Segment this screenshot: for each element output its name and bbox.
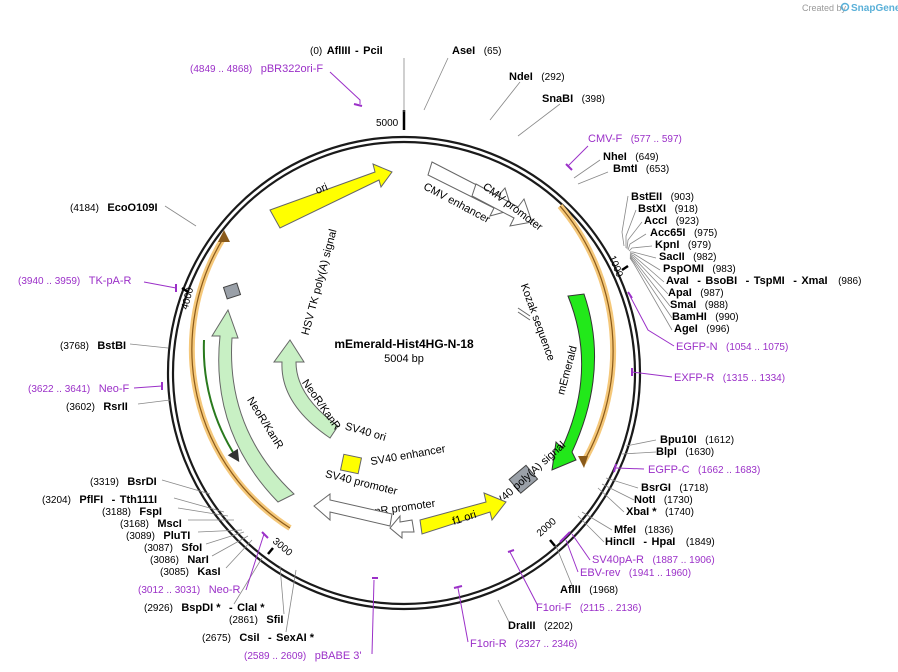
- plasmid-size: 5004 bp: [384, 353, 424, 365]
- svg-text:(3087) SfoI: (3087) SfoI: [144, 538, 202, 555]
- svg-text:CMV-F (577 .. 597): CMV-F (577 .. 597): [588, 129, 682, 146]
- snapgene-logo-icon: [840, 2, 850, 12]
- feature-sv40-promoter[interactable]: [313, 493, 393, 527]
- svg-text:BlpI (1630): BlpI (1630): [656, 442, 714, 459]
- svg-text:(3622 .. 3641) Neo-F: (3622 .. 3641) Neo-F: [28, 379, 130, 396]
- svg-text:SnaBI (398): SnaBI (398): [542, 89, 605, 106]
- site-labels: (0) AflIII - PciI AseI (65) NdeI (292) S…: [42, 41, 861, 645]
- svg-text:HincII - HpaI (1849): HincII - HpaI (1849): [605, 532, 715, 549]
- plasmid-name: mEmerald-Hist4HG-N-18: [334, 337, 474, 351]
- feature-neor-outer[interactable]: [211, 308, 295, 503]
- svg-text:(2675) CsiI - SexAI *: (2675) CsiI - SexAI *: [202, 628, 315, 645]
- svg-text:BstXI (918): BstXI (918): [638, 199, 698, 216]
- orf-arc-neor-inner: [202, 339, 240, 463]
- site-leader-lines: [129, 57, 673, 633]
- svg-text:NdeI (292): NdeI (292): [509, 67, 565, 84]
- feature-neor-inner[interactable]: [273, 339, 339, 439]
- svg-text:(3168) MscI: (3168) MscI: [120, 514, 182, 531]
- created-by-label: Created by: [802, 3, 847, 13]
- svg-text:(3012 .. 3031) Neo-R: (3012 .. 3031) Neo-R: [138, 580, 241, 597]
- svg-text:EGFP-C (1662 .. 1683): EGFP-C (1662 .. 1683): [648, 460, 760, 477]
- feature-sv40-ori-label: SV40 ori: [344, 421, 388, 444]
- svg-text:(0) AflIII - PciI: (0) AflIII - PciI: [310, 41, 383, 58]
- svg-text:(3204) PflFI - Tth111I: (3204) PflFI - Tth111I: [42, 490, 157, 507]
- feature-hsv-tk-polya-label: HSV TK poly(A) signal: [300, 228, 340, 337]
- svg-text:F1ori-R (2327 .. 2346): F1ori-R (2327 .. 2346): [470, 634, 577, 651]
- svg-text:ApaI (987): ApaI (987): [668, 283, 724, 300]
- feature-kozak-mark[interactable]: [517, 307, 531, 317]
- svg-text:NotI (1730): NotI (1730): [634, 490, 693, 507]
- tick-2000: 2000: [535, 516, 559, 539]
- feature-cmv-promoter[interactable]: [471, 183, 533, 227]
- svg-text:(2861) SfiI: (2861) SfiI: [229, 610, 283, 627]
- feature-kozak-label: Kozak sequence: [518, 282, 557, 363]
- svg-text:(3602) RsrII: (3602) RsrII: [66, 397, 128, 414]
- svg-text:PspOMI (983): PspOMI (983): [663, 259, 736, 276]
- primer-marks: [161, 103, 633, 589]
- svg-text:(3768) BstBI: (3768) BstBI: [60, 336, 126, 353]
- svg-text:(3319) BsrDI: (3319) BsrDI: [90, 472, 157, 489]
- svg-text:F1ori-F (2115 .. 2136): F1ori-F (2115 .. 2136): [536, 598, 641, 615]
- svg-text:(3089) PluTI: (3089) PluTI: [126, 526, 190, 543]
- feature-f1-ori[interactable]: [419, 492, 507, 535]
- svg-text:AccI (923): AccI (923): [644, 211, 699, 228]
- feature-sv40-polya[interactable]: [508, 464, 539, 494]
- svg-text:SacII (982): SacII (982): [659, 247, 717, 264]
- svg-text:EBV-rev (1941 .. 1960): EBV-rev (1941 .. 1960): [580, 563, 691, 580]
- svg-text:BmtI (653): BmtI (653): [613, 159, 669, 176]
- svg-text:XbaI * (1740): XbaI * (1740): [626, 502, 694, 519]
- svg-text:(2926) BspDI * - ClaI *: (2926) BspDI * - ClaI *: [144, 598, 265, 615]
- svg-text:Acc65I (975): Acc65I (975): [650, 223, 717, 240]
- feature-ori[interactable]: [269, 163, 393, 229]
- svg-text:(3085) KasI: (3085) KasI: [160, 562, 221, 579]
- feature-sv40-promoter-label: SV40 promoter: [324, 468, 399, 498]
- svg-text:AgeI (996): AgeI (996): [674, 319, 730, 336]
- svg-text:(3940 .. 3959) TK-pA-R: (3940 .. 3959) TK-pA-R: [18, 271, 132, 288]
- svg-text:EXFP-R (1315 .. 1334): EXFP-R (1315 .. 1334): [674, 368, 785, 385]
- orf-arc-neor-line: [191, 236, 291, 529]
- svg-text:BsrGI (1718): BsrGI (1718): [641, 478, 708, 495]
- feature-hsv-tk-polya[interactable]: [222, 282, 242, 300]
- svg-text:BamHI (990): BamHI (990): [672, 307, 739, 324]
- svg-text:AvaI - BsoBI - TspMI - XmaI (9: AvaI - BsoBI - TspMI - XmaI (986): [666, 271, 861, 288]
- svg-text:AflII (1968): AflII (1968): [560, 580, 618, 597]
- snapgene-brand: SnapGene: [851, 3, 898, 14]
- svg-text:(3086) NarI: (3086) NarI: [150, 550, 209, 567]
- svg-text:AseI (65): AseI (65): [452, 41, 502, 58]
- feature-ampr-promoter[interactable]: [389, 514, 415, 540]
- svg-text:NheI (649): NheI (649): [603, 147, 659, 164]
- svg-text:(2589 .. 2609) pBABE 3': (2589 .. 2609) pBABE 3': [244, 646, 361, 663]
- svg-text:Bpu10I (1612): Bpu10I (1612): [660, 430, 734, 447]
- primer-labels: (4849 .. 4868) pBR322ori-F CMV-F (577 ..…: [18, 59, 788, 663]
- feature-sv40-enhancer-label: SV40 enhancer: [370, 443, 447, 468]
- feature-sv40-ori[interactable]: [339, 453, 363, 475]
- svg-text:SmaI (988): SmaI (988): [670, 295, 728, 312]
- svg-text:(4849 .. 4868) pBR322ori-F: (4849 .. 4868) pBR322ori-F: [190, 59, 323, 76]
- primer-leader-lines: [133, 71, 675, 655]
- tick-marks: [181, 110, 629, 555]
- svg-text:DraIII (2202): DraIII (2202): [508, 616, 573, 633]
- svg-text:SV40pA-R (1887 .. 1906): SV40pA-R (1887 .. 1906): [592, 550, 715, 567]
- tick-3000: 3000: [270, 536, 294, 559]
- backbone-inner-ring: [171, 140, 637, 606]
- svg-text:KpnI (979): KpnI (979): [655, 235, 711, 252]
- svg-text:(4184) EcoO109I: (4184) EcoO109I: [70, 198, 158, 215]
- feature-memerald-label: mEmerald: [555, 345, 580, 397]
- svg-text:EGFP-N (1054 .. 1075): EGFP-N (1054 .. 1075): [676, 337, 788, 354]
- svg-text:MfeI (1836): MfeI (1836): [614, 520, 673, 537]
- svg-text:(3188) FspI: (3188) FspI: [102, 502, 162, 519]
- feature-ori-label: ori: [314, 181, 330, 197]
- orf-arc-memerald-line: [559, 205, 614, 464]
- tick-5000: 5000: [376, 118, 399, 129]
- feature-memerald[interactable]: [551, 293, 596, 471]
- svg-text:BstEII (903): BstEII (903): [631, 187, 694, 204]
